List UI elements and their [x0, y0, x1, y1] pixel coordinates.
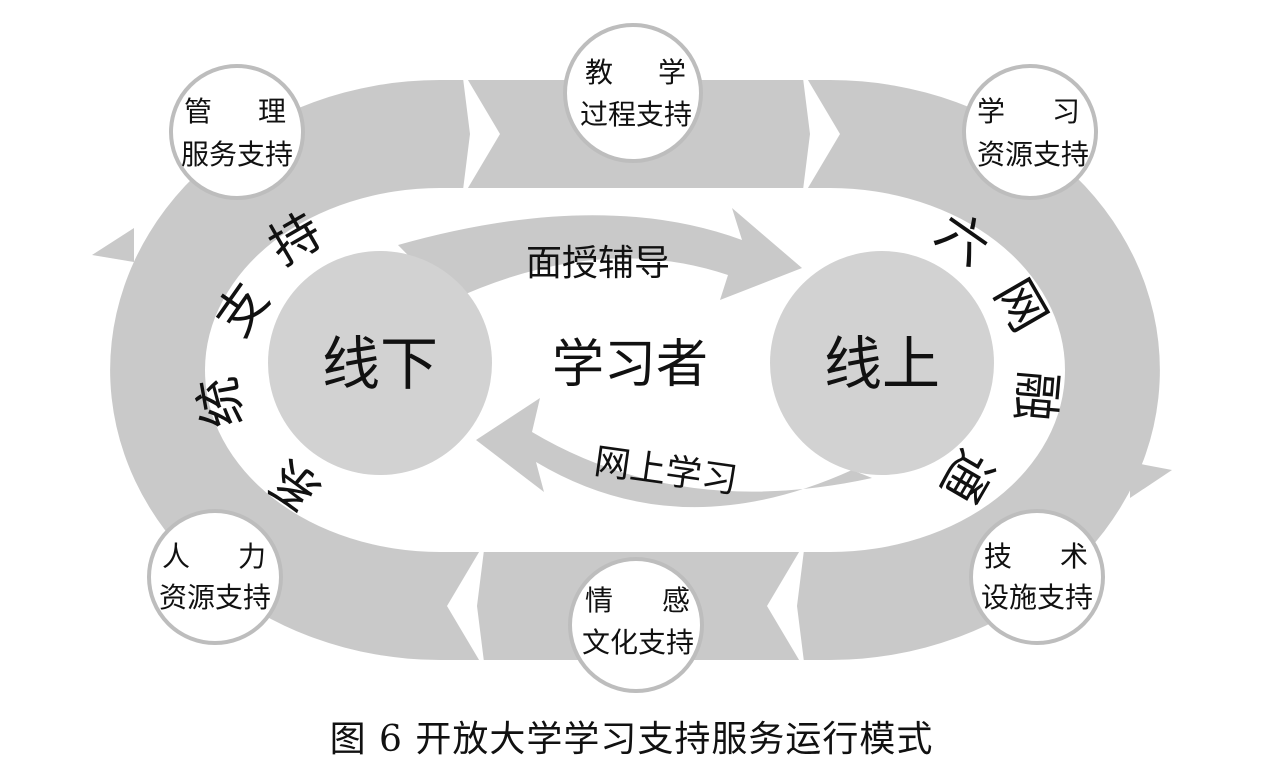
- arrowhead-down-icon: [1130, 462, 1172, 498]
- support-node-management: 管 理 服务支持: [169, 64, 305, 200]
- support-node-resource: 学 习 资源支持: [962, 64, 1098, 200]
- right-arc-char-3: 融: [1005, 369, 1067, 424]
- node-text: 学: [977, 95, 1005, 128]
- support-node-teaching: 教 学 过程支持: [563, 23, 703, 163]
- node-text: 服务支持: [181, 138, 293, 171]
- node-text: 管: [184, 95, 212, 128]
- node-text: 设施支持: [981, 581, 1093, 614]
- node-text: 感: [662, 584, 690, 617]
- arrow-offline-to-online: 面授辅导: [398, 208, 802, 300]
- node-text: 学: [658, 56, 686, 89]
- node-text: 资源支持: [159, 581, 271, 614]
- arrow-label-face-to-face: 面授辅导: [526, 243, 670, 284]
- chevron-right-icon: [802, 70, 840, 198]
- center-learner-label: 学习者: [552, 335, 708, 395]
- node-text: 教: [585, 56, 613, 89]
- node-text: 情: [585, 584, 613, 617]
- chevron-right-icon: [462, 70, 500, 198]
- node-text: 人: [162, 540, 190, 573]
- offline-label: 线下: [322, 330, 438, 398]
- loop-direction-chevrons: [447, 70, 840, 670]
- node-text: 文化支持: [582, 626, 694, 659]
- loop-side-arrowheads: [92, 228, 1172, 498]
- chevron-left-icon: [767, 542, 805, 670]
- node-text: 理: [258, 95, 286, 128]
- support-node-human: 人 力 资源支持: [147, 509, 283, 645]
- node-text: 过程支持: [580, 98, 692, 131]
- node-text: 习: [1052, 95, 1080, 128]
- node-text: 资源支持: [977, 138, 1089, 171]
- node-text: 术: [1060, 540, 1088, 573]
- chevron-left-icon: [447, 542, 485, 670]
- arrowhead-up-icon: [92, 228, 134, 262]
- support-node-culture: 情 感 文化支持: [568, 557, 704, 693]
- node-text: 力: [238, 540, 266, 573]
- left-arc-char-3: 统: [188, 373, 254, 432]
- offline-node: 线下: [268, 251, 492, 475]
- online-node: 线上: [770, 251, 994, 475]
- figure-caption: 图 6 开放大学学习支持服务运行模式: [329, 719, 934, 760]
- support-node-tech: 技 术 设施支持: [969, 509, 1105, 645]
- online-label: 线上: [824, 330, 940, 398]
- node-text: 技: [984, 540, 1012, 573]
